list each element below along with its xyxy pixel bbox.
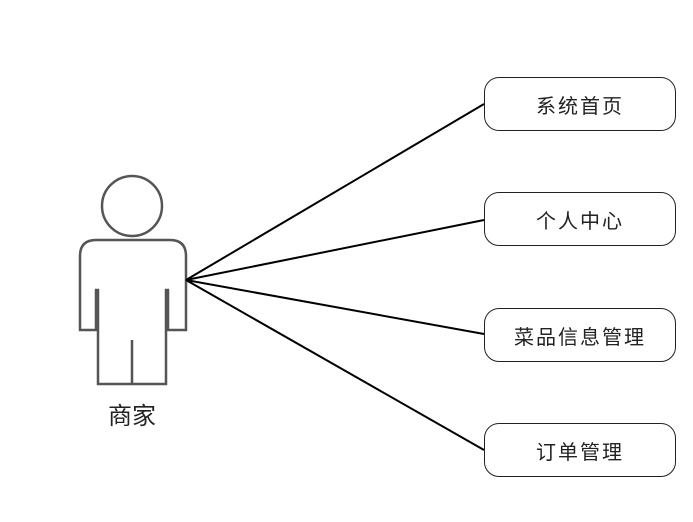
actor-label: 商家: [108, 402, 156, 430]
association-line-2: [185, 279, 485, 335]
actor-body: [78, 238, 188, 386]
association-line-1: [185, 219, 485, 281]
usecase-system-home: 系统首页: [484, 77, 676, 131]
association-line-0: [185, 103, 485, 281]
association-lines: [185, 103, 485, 451]
association-line-3: [185, 279, 485, 451]
usecase-personal-center: 个人中心: [484, 192, 676, 246]
usecase-order-management: 订单管理: [484, 423, 676, 477]
actor-figure: [78, 174, 188, 386]
usecase-dish-info-management: 菜品信息管理: [484, 308, 676, 362]
actor-head: [100, 174, 164, 238]
